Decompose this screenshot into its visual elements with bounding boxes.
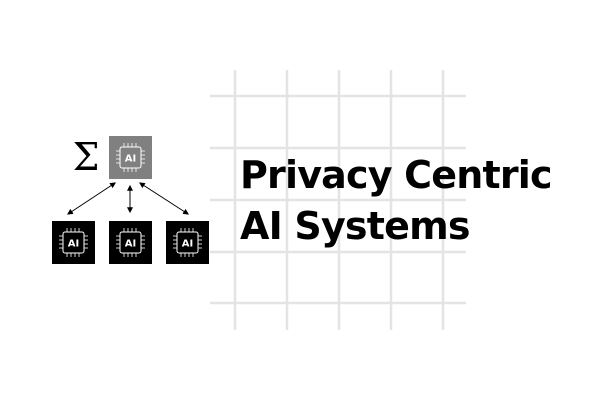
arrow-icon — [138, 182, 190, 215]
client-chip-icon: AI — [52, 221, 95, 264]
client-chip-label: AI — [125, 239, 136, 250]
server-chip-icon: AI — [109, 136, 152, 179]
title-line-1: Privacy Centric — [240, 153, 553, 197]
title-line-2: AI Systems — [240, 204, 470, 248]
client-chip-icon: AI — [166, 221, 209, 264]
sigma-icon: Σ — [73, 135, 100, 179]
page-title: Privacy Centric AI Systems — [240, 150, 553, 252]
server-chip-label: AI — [125, 154, 136, 165]
arrow-icon — [66, 182, 117, 215]
client-chip-label: AI — [68, 239, 79, 250]
client-chip-icon: AI — [109, 221, 152, 264]
client-chip-label: AI — [182, 239, 193, 250]
